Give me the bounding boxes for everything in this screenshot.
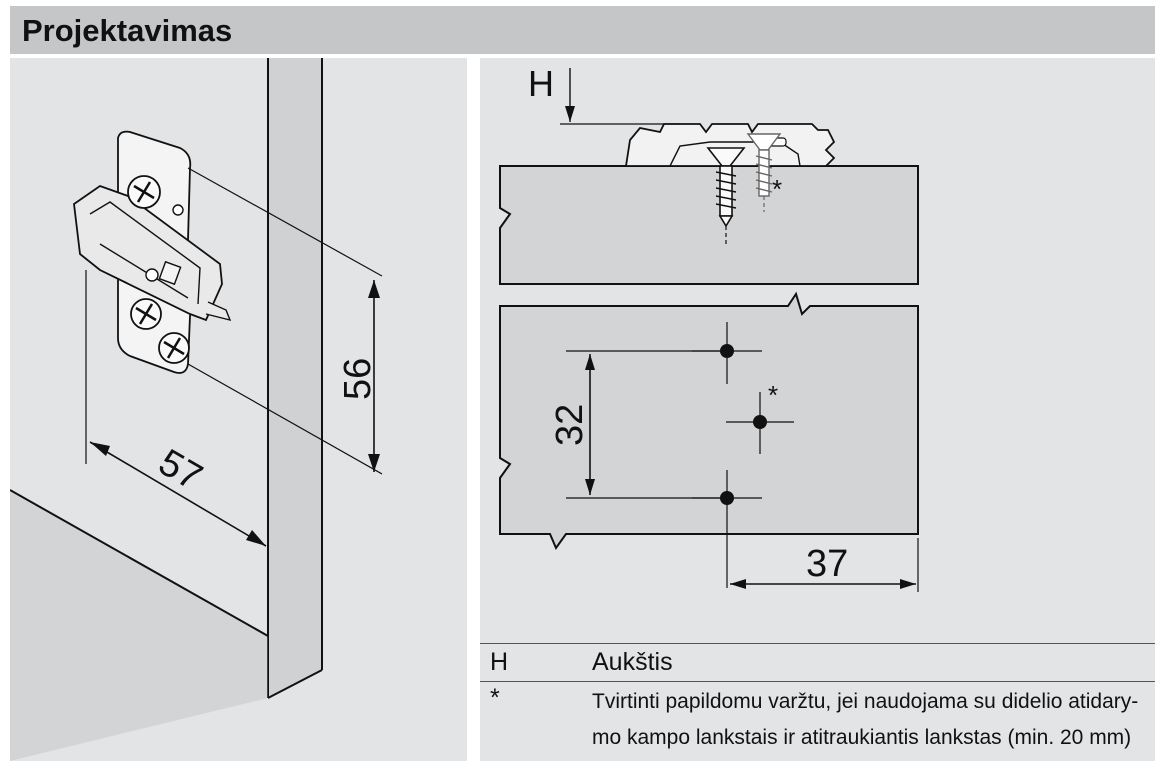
arrow-head <box>585 479 595 495</box>
asterisk-marker-front: * <box>768 380 778 410</box>
arrow-head <box>90 442 110 456</box>
extension-line <box>187 167 383 277</box>
extension-line <box>187 363 383 475</box>
wall-edge-line <box>267 669 323 699</box>
board-front <box>499 291 919 551</box>
legend-key: H <box>490 648 509 676</box>
screw-head-lower-left <box>130 298 162 330</box>
asterisk-marker-section: * <box>772 174 782 204</box>
isometric-view-panel: 56 57 <box>10 58 467 761</box>
additional-screw <box>746 133 782 212</box>
arrow-head <box>246 530 266 546</box>
legend-key: * <box>490 684 500 712</box>
arrow-head <box>368 280 380 298</box>
legend-value: Aukštis <box>592 648 673 676</box>
adapter-cam <box>158 260 182 286</box>
technical-drawing: H * <box>499 63 919 592</box>
arrow-head <box>900 579 916 589</box>
adapter-detail <box>99 243 189 299</box>
dimension-label-57: 57 <box>152 441 210 499</box>
board-section <box>499 165 919 285</box>
legend-row-asterisk: * Tvirtinti papildomu varžtu, jei naudoj… <box>480 681 1155 761</box>
arrow-head <box>368 454 380 472</box>
arrow-head <box>585 354 595 370</box>
label-h: H <box>528 63 554 104</box>
dimension-label-56: 56 <box>337 358 379 400</box>
hole-additional <box>726 392 794 454</box>
plate-detail <box>669 141 801 167</box>
section-header: Projektavimas <box>10 6 1155 54</box>
main-screw <box>706 147 746 244</box>
screw-head-lower-right <box>158 332 190 364</box>
screw-head-upper <box>127 175 161 209</box>
plate-hole <box>172 204 184 216</box>
adapter-clip <box>205 301 232 322</box>
dimension-line-57 <box>89 441 267 547</box>
adapter-hole <box>145 268 159 282</box>
dimension-label-32: 32 <box>549 404 591 446</box>
arrow-head <box>730 579 746 589</box>
legend-value: Tvirtinti papildomu varžtu, jei naudojam… <box>592 690 1139 749</box>
technical-view-panel: H * <box>480 58 1155 761</box>
dimension-label-37: 37 <box>806 543 848 585</box>
adapter-body <box>73 184 223 322</box>
arrow-head <box>565 106 575 122</box>
isometric-drawing: 56 57 <box>10 58 383 761</box>
adapter-detail <box>89 201 201 305</box>
cabinet-bottom <box>10 490 268 761</box>
section-title: Projektavimas <box>22 13 233 48</box>
cabinet-wall-front-edge <box>268 58 322 698</box>
bottom-edge-line <box>10 489 269 637</box>
mounting-plate-profile <box>624 123 836 167</box>
legend-row-h: H Aukštis <box>480 643 1155 680</box>
